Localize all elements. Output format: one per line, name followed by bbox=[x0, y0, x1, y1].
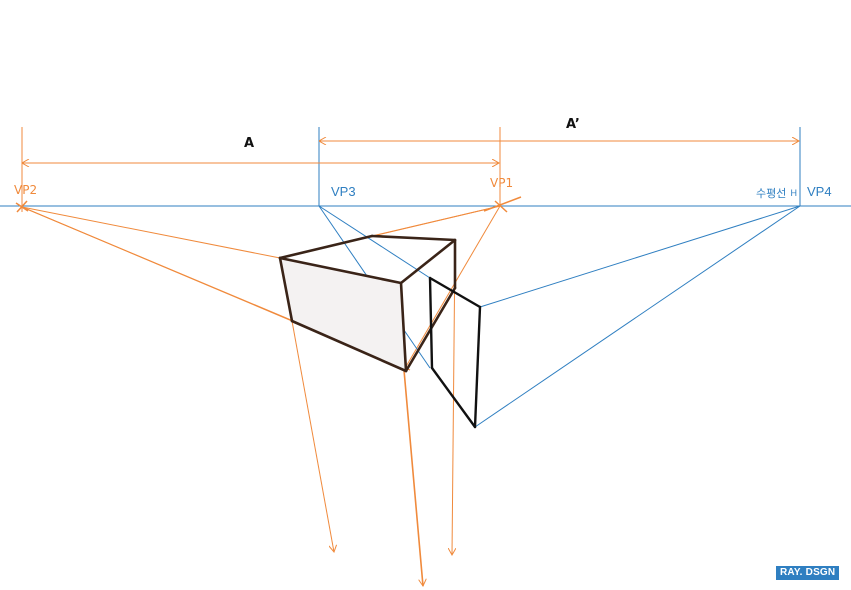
horizon-note-label: 수평선 bbox=[756, 187, 786, 200]
horizon-h-label: H bbox=[791, 188, 798, 198]
orange-construction-lines bbox=[21, 205, 501, 586]
vp3-label: VP3 bbox=[331, 184, 356, 199]
dimension-a-prime-label: A’ bbox=[566, 117, 580, 132]
cube-front-face bbox=[280, 258, 406, 371]
vp2-label: VP2 bbox=[14, 183, 37, 197]
vp1-label: VP1 bbox=[490, 176, 513, 190]
dimension-a-label: A bbox=[244, 136, 254, 151]
watermark-badge: RAY. DSGN bbox=[776, 566, 840, 580]
vp1-mark bbox=[483, 196, 522, 213]
vp4-label: VP4 bbox=[807, 184, 832, 199]
cube-edges bbox=[278, 234, 457, 373]
plane-edges bbox=[428, 276, 482, 429]
